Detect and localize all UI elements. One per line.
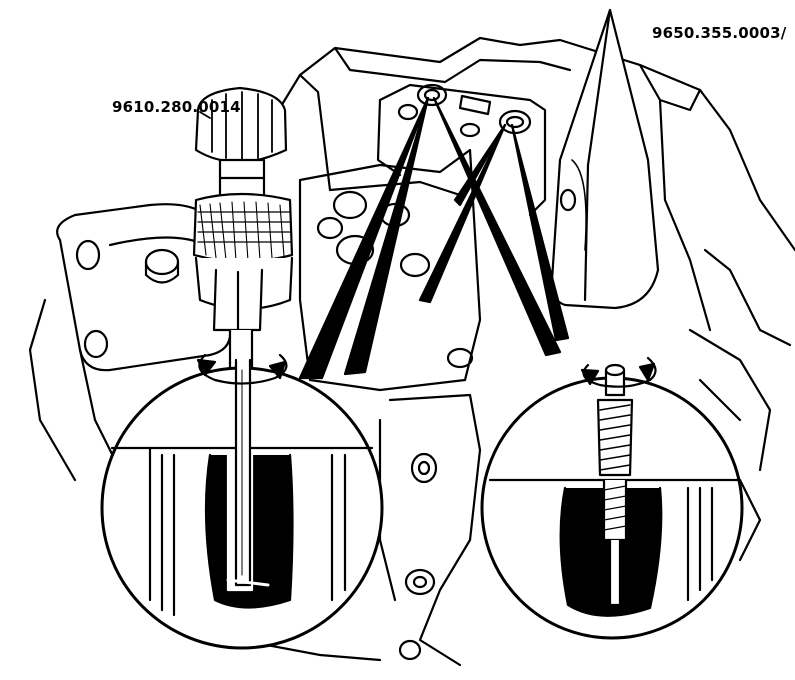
part-number-label-drift: 9650.355.0003/ — [652, 24, 787, 42]
circular-arrow-icon — [196, 353, 288, 385]
detail-circle-right — [480, 356, 744, 640]
drift-tool — [550, 8, 660, 310]
circular-arrow-icon — [580, 356, 657, 388]
label-leader — [199, 111, 211, 119]
leader-lines — [298, 96, 570, 380]
detail-circle-left — [100, 353, 384, 650]
part-number-label-screwdriver: 9610.280.0014 — [112, 98, 241, 116]
